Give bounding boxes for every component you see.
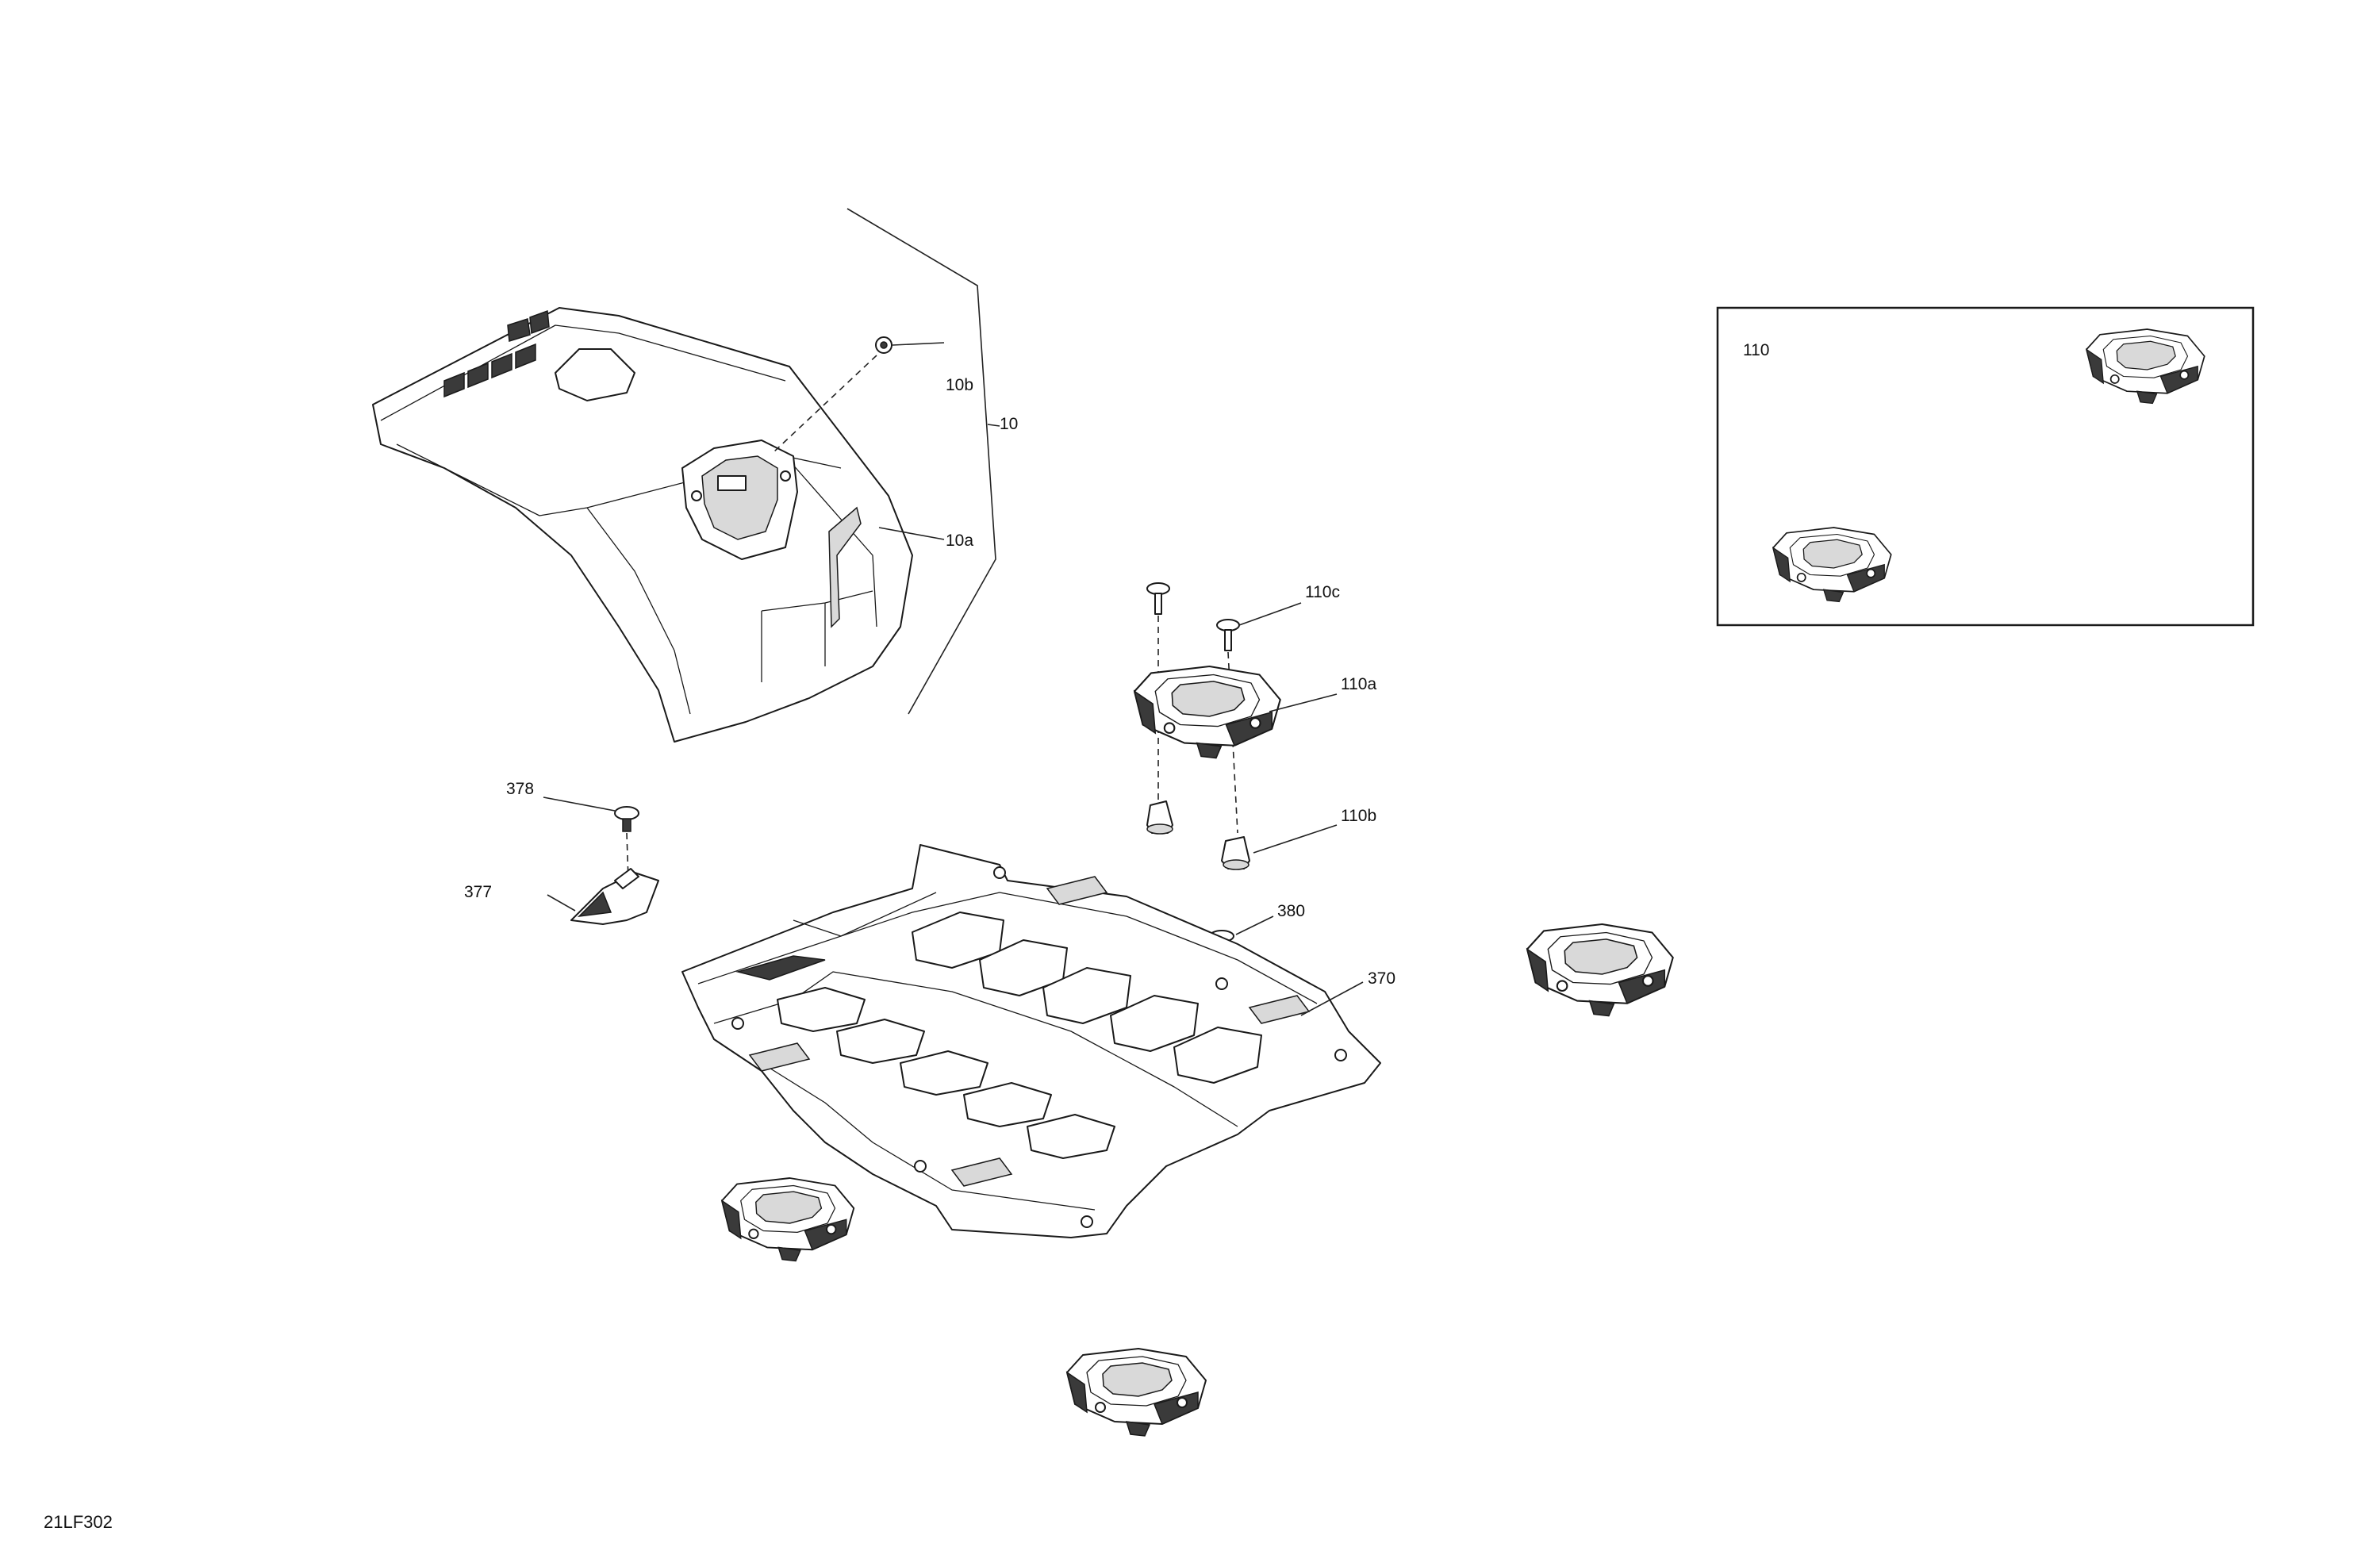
inset-footrest-upper-part — [2086, 328, 2205, 405]
bracket-377-part — [570, 868, 659, 925]
console-cover-part — [372, 307, 913, 743]
rivet-378-part — [614, 806, 639, 832]
callout-110a: 110a — [1341, 675, 1376, 693]
callout-10a: 10a — [946, 532, 973, 550]
screw-10b-part — [875, 336, 892, 354]
callout-378: 378 — [506, 780, 534, 798]
inset-footrest-lower-part — [1772, 527, 1892, 603]
skid-plate-370-part — [681, 844, 1381, 1238]
group-10-boundary — [846, 208, 996, 715]
callout-380: 380 — [1277, 902, 1305, 920]
inset-label-110: 110 — [1743, 341, 1769, 359]
callout-110b: 110b — [1341, 807, 1376, 825]
footrest-left-part — [721, 1177, 855, 1262]
footrest-right-part — [1526, 923, 1674, 1017]
callout-377: 377 — [464, 883, 492, 901]
callout-370: 370 — [1368, 969, 1395, 988]
screws-110c-part — [1146, 582, 1240, 651]
inset-frame — [1716, 306, 2255, 627]
callout-10b: 10b — [946, 376, 973, 394]
footrest-bottom-part — [1066, 1348, 1207, 1437]
footrest-110a-part — [1133, 665, 1281, 759]
nuts-110b-part — [1146, 800, 1250, 870]
callout-10: 10 — [1000, 415, 1018, 433]
drawing-code: 21LF302 — [44, 1512, 113, 1532]
callout-110c: 110c — [1305, 583, 1340, 601]
